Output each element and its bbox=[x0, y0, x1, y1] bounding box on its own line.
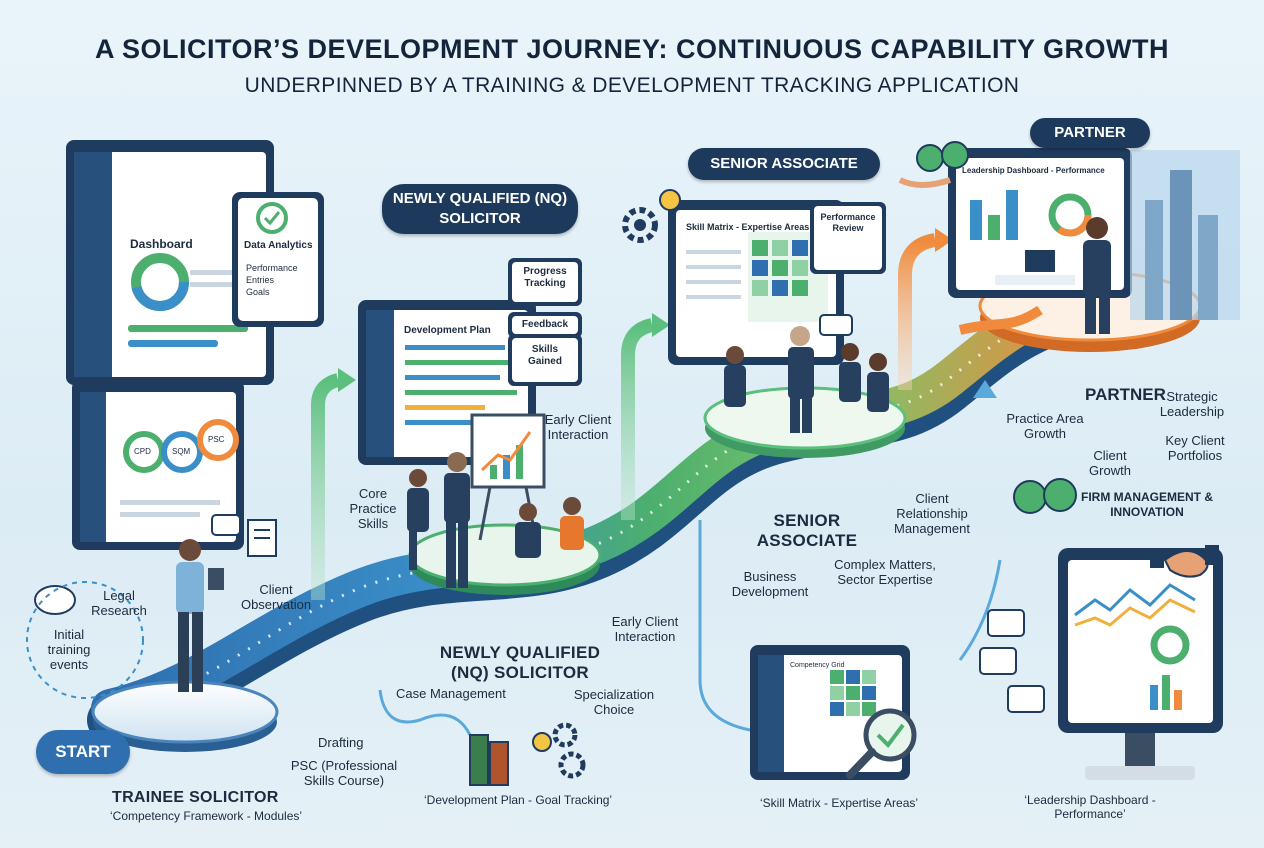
ring-label-psc: PSC bbox=[208, 435, 225, 444]
partner-office-screen bbox=[948, 148, 1240, 320]
analytics-items: Performance Entries Goals bbox=[246, 262, 298, 298]
nq-presenter-figure bbox=[407, 452, 584, 588]
skill-client-growth: Client Growth bbox=[1089, 448, 1131, 478]
trainee-heading: TRAINEE SOLICITOR bbox=[112, 789, 279, 806]
chat-bubble-icon bbox=[34, 314, 1045, 713]
skill-matrix-top-label: Skill Matrix - Expertise Areas bbox=[686, 222, 810, 232]
side-cards-nq bbox=[508, 258, 582, 386]
analytics-card bbox=[232, 192, 324, 327]
feedback-label: Feedback bbox=[521, 319, 569, 330]
nq-caption: ‘Development Plan - Goal Tracking’ bbox=[424, 793, 613, 807]
ring-label-cpd: CPD bbox=[134, 447, 151, 456]
skill-firm-management: FIRM MANAGEMENT & INNOVATION bbox=[1081, 490, 1213, 519]
nq-stage-badge: NEWLY QUALIFIED (NQ) SOLICITOR bbox=[382, 184, 578, 234]
skill-key-client-portfolios: Key Client Portfolios bbox=[1165, 433, 1225, 463]
skill-early-client-interaction-1: Early Client Interaction bbox=[544, 412, 612, 442]
skill-core-practice: Core Practice Skills bbox=[349, 486, 397, 531]
skill-psc: PSC (Professional Skills Course) bbox=[290, 758, 398, 788]
dashboard-label: Dashboard bbox=[130, 237, 193, 251]
books-icon bbox=[469, 722, 586, 786]
skill-matrix-screen-top bbox=[668, 200, 844, 365]
senior-caption: ‘Skill Matrix - Expertise Areas’ bbox=[760, 796, 919, 810]
analytics-item: Entries bbox=[246, 275, 275, 285]
senior-stage-badge: SENIOR ASSOCIATE bbox=[688, 148, 880, 180]
skill-early-client-interaction-2: Early Client Interaction bbox=[611, 614, 679, 644]
leadership-dashboard-screen-label: Leadership Dashboard - Performance bbox=[962, 166, 1105, 175]
page-subtitle: UNDERPINNED BY A TRAINING & DEVELOPMENT … bbox=[244, 74, 1020, 97]
skill-strategic-leadership: Strategic Leadership bbox=[1159, 389, 1225, 419]
dashboard-screen bbox=[66, 140, 274, 385]
gear-lightbulb-icon bbox=[622, 189, 681, 243]
trainee-figure bbox=[176, 539, 224, 692]
partner-caption: ‘Leadership Dashboard - Performance’ bbox=[1024, 793, 1156, 821]
skill-practice-area-growth: Practice Area Growth bbox=[1006, 411, 1084, 441]
progress-tracking-label: Progress Tracking bbox=[523, 266, 567, 289]
data-analytics-label: Data Analytics bbox=[244, 240, 313, 251]
skills-gained-label: Skills Gained bbox=[528, 344, 562, 367]
skill-matrix-screen-bottom bbox=[750, 645, 917, 780]
partner-heading: PARTNER bbox=[1085, 385, 1166, 404]
skill-specialization-choice: Specialization Choice bbox=[573, 687, 655, 717]
competency-grid-label: Competency Grid bbox=[790, 662, 845, 669]
analytics-item: Performance bbox=[246, 263, 298, 273]
skill-initial-training: Initial training events bbox=[47, 627, 91, 672]
money-bag-icon bbox=[898, 141, 1077, 514]
handshake-icon bbox=[1150, 545, 1219, 578]
performance-review-label: Performance Review bbox=[820, 212, 876, 233]
nq-heading: NEWLY QUALIFIED (NQ) SOLICITOR bbox=[439, 643, 601, 682]
leadership-monitor bbox=[1058, 548, 1223, 780]
senior-heading: SENIOR ASSOCIATE bbox=[756, 511, 858, 550]
analytics-item: Goals bbox=[246, 287, 270, 297]
skill-drafting: Drafting bbox=[318, 735, 364, 750]
partner-stage-badge: PARTNER bbox=[1030, 118, 1150, 148]
skill-case-management: Case Management bbox=[396, 686, 506, 701]
flipchart bbox=[470, 413, 546, 541]
senior-team-figures bbox=[724, 326, 889, 433]
ring-label-sqm: SQM bbox=[172, 447, 191, 456]
trainee-caption: ‘Competency Framework - Modules’ bbox=[110, 809, 303, 823]
skill-business-development: Business Development bbox=[731, 569, 809, 599]
skill-complex-matters: Complex Matters, Sector Expertise bbox=[834, 557, 936, 587]
performance-review-card bbox=[810, 202, 886, 274]
skill-client-observation: Client Observation bbox=[240, 582, 312, 612]
partner-figure bbox=[995, 217, 1111, 334]
competency-screen bbox=[72, 380, 244, 550]
skill-client-relationship: Client Relationship Management bbox=[894, 491, 970, 536]
start-badge: START bbox=[36, 730, 130, 774]
skill-legal-research: Legal Research bbox=[91, 588, 147, 618]
development-plan-label: Development Plan bbox=[404, 325, 491, 336]
page-title: A SOLICITOR’S DEVELOPMENT JOURNEY: CONTI… bbox=[94, 34, 1170, 64]
document-icon bbox=[247, 519, 277, 557]
